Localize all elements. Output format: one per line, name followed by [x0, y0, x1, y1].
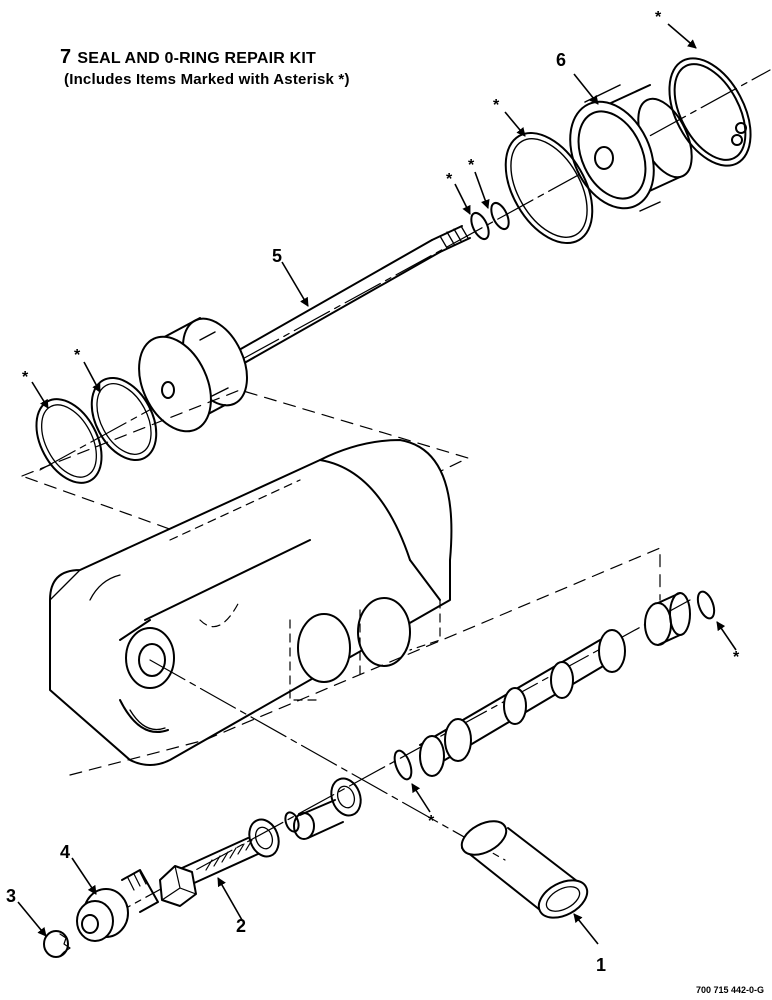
leader-spool-o-ring-left	[411, 783, 431, 813]
callout-item-2: 2	[236, 916, 246, 936]
end-plug	[76, 869, 159, 942]
seal-washers	[248, 777, 362, 858]
lower-center-line	[149, 659, 506, 861]
asterisk-spool-o-ring-left: *	[428, 813, 435, 830]
asterisk-rod-backup-ring: *	[468, 157, 475, 174]
leader-lines	[17, 23, 737, 945]
piston-o-ring-outer	[90, 376, 158, 462]
kit-title-block: 7 SEAL AND 0-RING REPAIR KIT (Includes It…	[60, 46, 350, 88]
leader-item-3	[17, 901, 47, 937]
lower-reference-plane	[69, 547, 661, 776]
rod-o-ring	[470, 211, 490, 241]
upper-center-line	[39, 69, 771, 471]
leader-rod-o-ring	[454, 183, 471, 215]
leader-item-4	[71, 857, 97, 895]
spool-o-ring-right	[696, 590, 716, 620]
callout-item-6: 6	[556, 50, 566, 70]
spool-o-ring-left	[393, 749, 413, 781]
callout-item-5: 5	[272, 246, 282, 266]
asterisk-retaining-ring: *	[655, 9, 662, 26]
callout-item-4: 4	[60, 842, 70, 862]
callout-item-1: 1	[596, 955, 606, 975]
spool	[419, 592, 691, 777]
rod-backup-ring	[490, 201, 510, 231]
kit-title: SEAL AND 0-RING REPAIR KIT	[77, 50, 317, 67]
gland-o-ring-inner	[510, 138, 588, 238]
leader-retaining-ring	[667, 23, 697, 49]
callout-item-3: 3	[6, 886, 16, 906]
asterisk-rod-o-ring: *	[446, 171, 453, 188]
leader-item-2	[217, 877, 243, 921]
dust-cap	[43, 930, 71, 958]
leader-piston-seal	[31, 381, 49, 409]
gland-assembly	[569, 84, 693, 212]
leader-item-1	[573, 913, 599, 945]
leader-item-5	[281, 261, 309, 307]
leader-piston-o-ring	[83, 361, 101, 393]
leader-spool-o-ring-right	[716, 621, 737, 651]
adjusting-bolt	[159, 837, 259, 907]
piston-seal-outer	[35, 398, 103, 484]
asterisk-piston-o-ring: *	[74, 347, 81, 364]
retaining-ring	[668, 57, 752, 167]
kit-number: 7	[60, 46, 72, 68]
leader-item-6	[573, 73, 599, 105]
asterisk-spool-o-ring-right: *	[733, 649, 740, 666]
asterisk-piston-seal: *	[22, 369, 29, 386]
asterisk-gland-o-ring: *	[493, 97, 500, 114]
piston-rod	[224, 225, 471, 371]
spool-center-line	[94, 599, 691, 926]
sleeve	[460, 820, 589, 919]
valve-body	[49, 439, 453, 766]
leader-rod-backup-ring	[474, 171, 490, 209]
kit-note: (Includes Items Marked with Asterisk *)	[64, 71, 350, 88]
figure-number: 700 715 442-0-G	[695, 985, 764, 995]
leader-gland-o-ring	[504, 111, 526, 137]
piston	[138, 317, 248, 433]
